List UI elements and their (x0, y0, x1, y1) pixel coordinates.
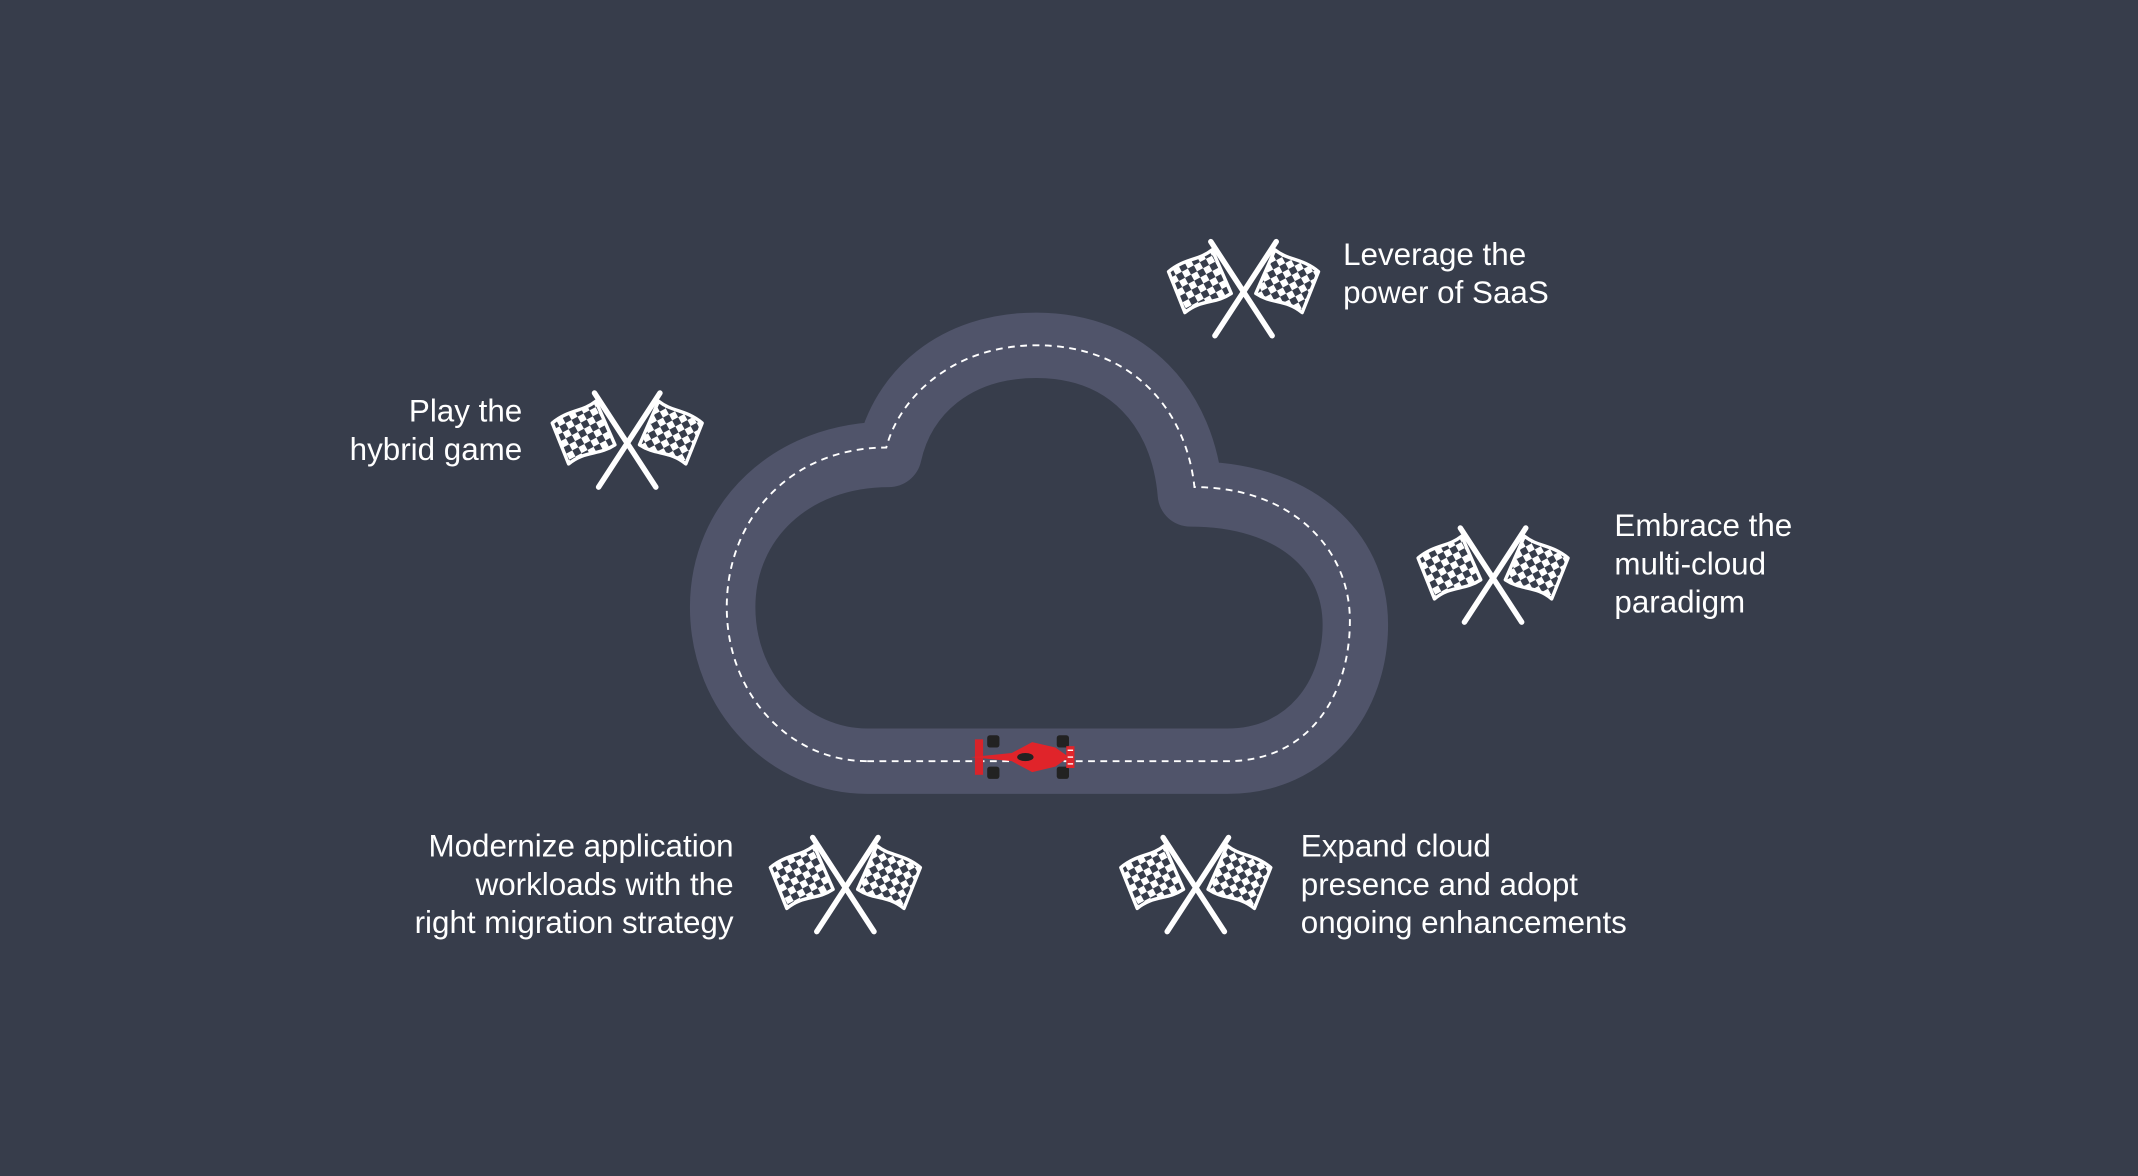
checkered-flags-icon (552, 393, 702, 487)
track-surface (689, 312, 1389, 794)
checkered-flags-icon (1169, 242, 1319, 336)
checkered-flags-icon (770, 838, 920, 932)
cloud-track (689, 312, 1389, 794)
track-center-line (725, 344, 1351, 763)
race-car-icon (970, 735, 1075, 779)
checkered-flags-icon (1121, 838, 1271, 932)
checkered-flags-icon (1418, 528, 1568, 622)
